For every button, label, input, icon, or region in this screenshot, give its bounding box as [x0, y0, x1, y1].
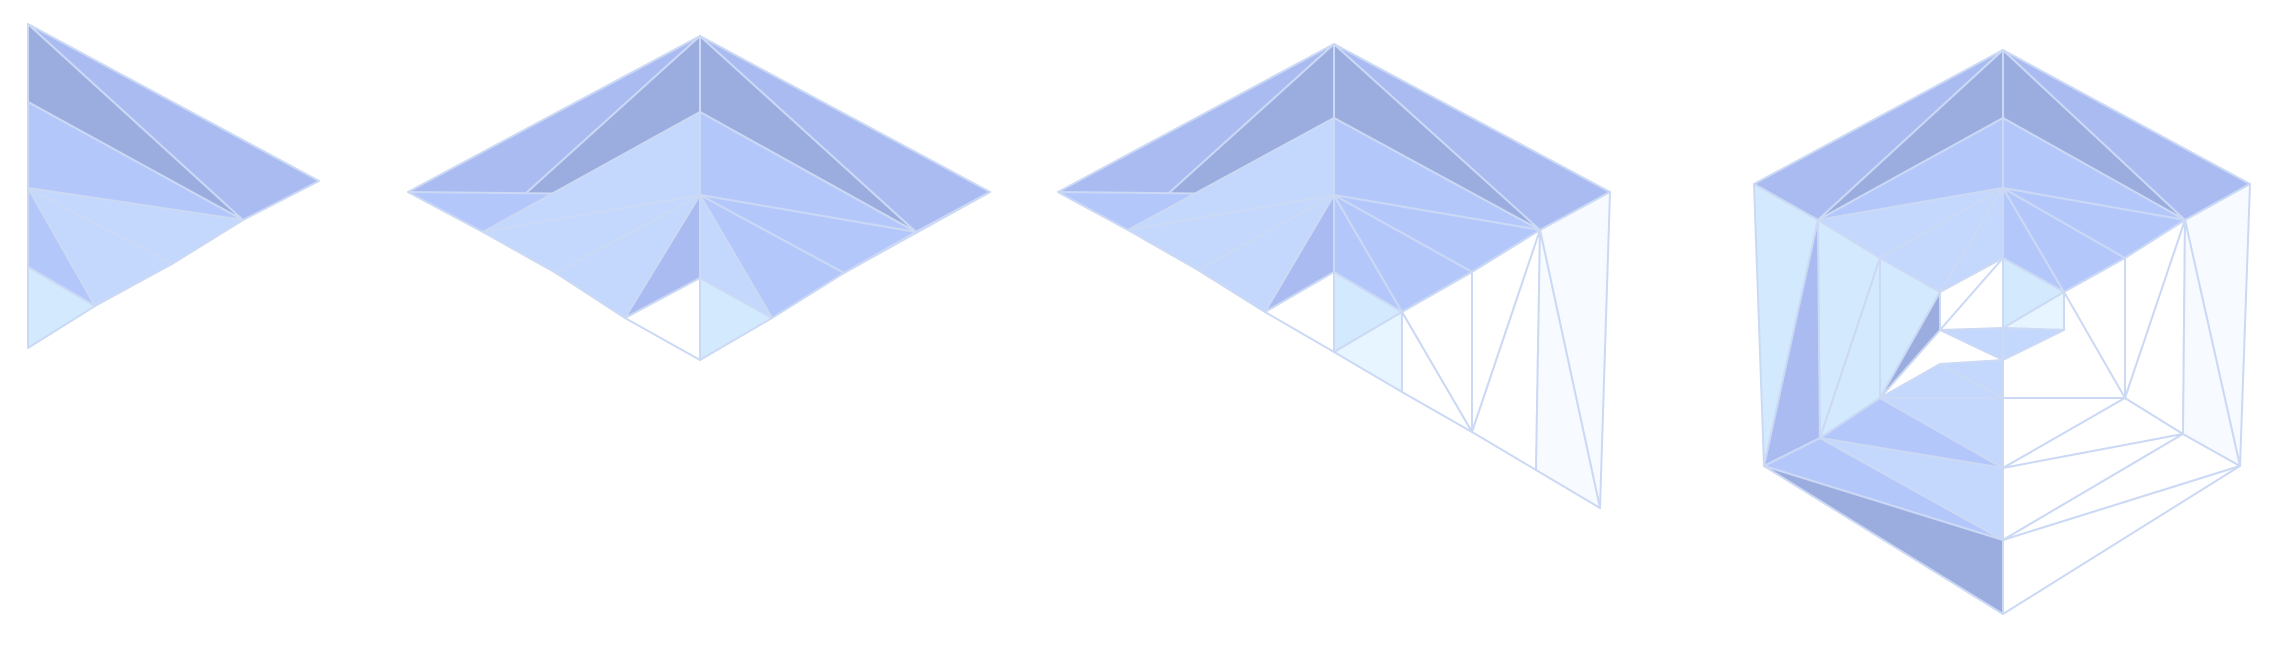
mesh-face	[1939, 359, 2004, 399]
mesh-face	[2002, 327, 2065, 361]
mesh-face	[699, 194, 845, 319]
mesh-face	[2182, 219, 2241, 467]
mesh-face	[27, 23, 320, 221]
mesh-face	[1535, 229, 1601, 509]
mesh-face	[1401, 311, 1473, 433]
stage-2	[407, 35, 991, 361]
stage-4	[1753, 49, 2251, 615]
mesh-face	[1939, 257, 2004, 331]
mesh-face	[1939, 327, 2004, 361]
stage-3	[1057, 43, 1611, 509]
mesh-face	[843, 191, 991, 274]
stage-1	[27, 23, 320, 349]
mesh-face	[2002, 465, 2241, 615]
mesh-face	[699, 277, 773, 361]
mesh-face	[27, 266, 96, 349]
